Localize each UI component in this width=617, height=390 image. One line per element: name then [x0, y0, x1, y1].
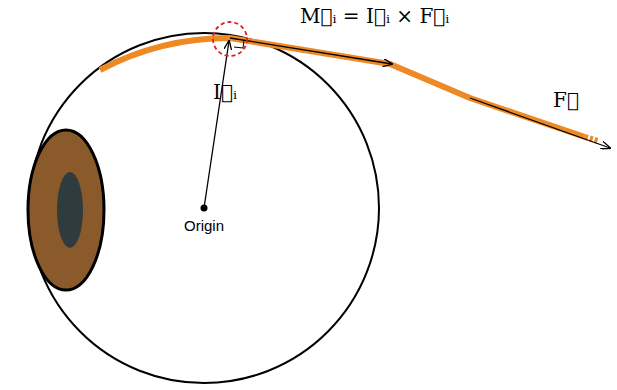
eyeball [29, 33, 379, 383]
origin-dot [201, 205, 208, 212]
muscle-band [100, 38, 585, 137]
moment-arrow [230, 38, 392, 64]
pupil [57, 172, 83, 248]
iris [28, 130, 104, 290]
moment-equation: M⃗ᵢ = I⃗ᵢ × F⃗ᵢ [300, 4, 449, 28]
right-angle-mark [234, 40, 244, 48]
origin-label: Origin [184, 217, 224, 234]
force-arrow [470, 98, 610, 148]
vector-label: I⃗ᵢ [213, 80, 237, 104]
vector-label: F⃗ [553, 88, 579, 112]
insertion-point [213, 22, 247, 56]
radius-arrow [204, 41, 229, 208]
